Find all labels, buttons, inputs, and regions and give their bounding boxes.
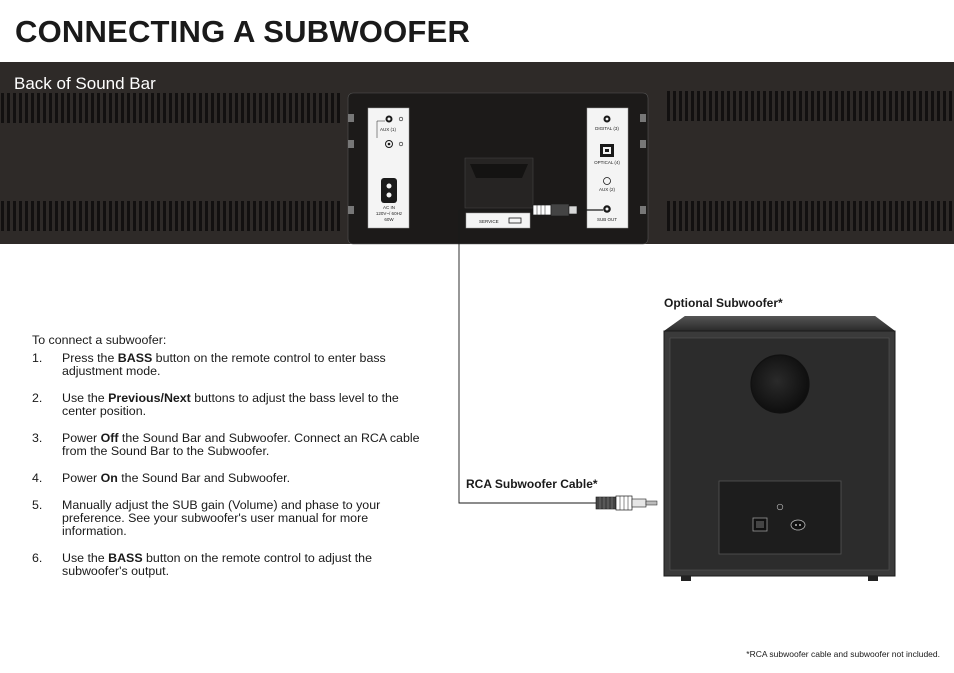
service-label: SERVICE (479, 219, 499, 224)
ac-in-watts: 60W (384, 217, 394, 222)
list-item: 3.Power Off the Sound Bar and Subwoofer.… (32, 431, 420, 458)
soundbar-label: Back of Sound Bar (14, 74, 156, 93)
rca-plug-soundbar (459, 203, 603, 217)
ac-in-voltage: 120V~/ 60Hz (376, 211, 403, 216)
sub-out-label: SUB OUT (597, 217, 617, 222)
subwoofer (663, 316, 896, 581)
aux1-label: AUX (1) (380, 127, 397, 132)
list-item: 1.Press the BASS button on the remote co… (32, 351, 386, 378)
instruction-steps: 1.Press the BASS button on the remote co… (32, 352, 432, 592)
aux2-label: AUX (2) (599, 187, 616, 192)
list-item: 4.Power On the Sound Bar and Subwoofer. (32, 471, 291, 485)
rca-plug-cable-end (595, 495, 658, 511)
service-port: SERVICE (465, 212, 531, 229)
left-port-panel: AUX (1) AC IN 120V~/ 60Hz 60W (367, 107, 410, 229)
rca-cable-label: RCA Subwoofer Cable* (466, 477, 598, 491)
right-port-panel: DIGITAL (3) OPTICAL (4) AUX (2) SUB OUT (586, 107, 629, 229)
optical-label: OPTICAL (4) (594, 160, 620, 165)
list-item: 6.Use the BASS button on the remote cont… (32, 551, 372, 578)
list-item: 5.Manually adjust the SUB gain (Volume) … (32, 498, 381, 538)
soundbar-grille (0, 91, 954, 231)
ac-in-label: AC IN (383, 205, 395, 210)
subwoofer-label: Optional Subwoofer* (664, 296, 783, 310)
page-title: CONNECTING A SUBWOOFER (15, 14, 471, 49)
digital-label: DIGITAL (3) (595, 126, 619, 131)
footnote: *RCA subwoofer cable and subwoofer not i… (746, 649, 940, 659)
instructions-intro: To connect a subwoofer: (32, 333, 167, 347)
list-item: 2.Use the Previous/Next buttons to adjus… (32, 391, 399, 418)
rca-cable-line (458, 210, 596, 504)
